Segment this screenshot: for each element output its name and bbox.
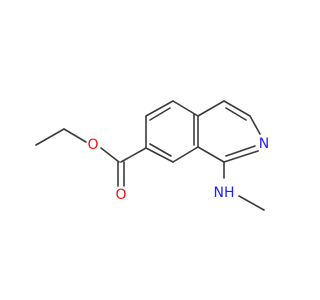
- bond-ring-c3-n: [249, 115, 261, 135]
- bond-ring-c4-c3-b: [225, 107, 247, 121]
- bond-carbonyl-ring: [120, 147, 147, 163]
- bond-ethyl-ch2-o: [63, 128, 87, 143]
- bond-ring-c6-c6-inner: [149, 107, 171, 121]
- bond-ethyl-ch3-ch2: [35, 128, 65, 146]
- bond-ring-c5-c6: [145, 100, 174, 117]
- bond-nh-ch3: [238, 195, 265, 211]
- bond-ring-c4a-c5: [172, 100, 199, 117]
- bond-ring-n-c1-b: [225, 145, 256, 157]
- bond-ring-c1-c8a: [197, 146, 225, 163]
- bond-ring-c8-c8a-inner: [172, 146, 199, 163]
- bond-ring-c7-c8-inner: [149, 143, 172, 157]
- atom-label-amino-nh: NH: [214, 185, 235, 201]
- atom-label-ring-nitrogen: N: [259, 136, 269, 152]
- molecule-structure: O O N NH: [35, 100, 269, 211]
- bond-layer: [35, 100, 265, 211]
- atom-label-ester-oxygen: O: [87, 137, 98, 153]
- bond-ring-c4a-c4: [197, 100, 225, 117]
- atom-label-layer: O O N NH: [87, 136, 269, 203]
- bond-ring-c7-c8: [145, 147, 174, 163]
- bond-ring-c4-c3-a: [223, 100, 251, 117]
- atom-label-carbonyl-oxygen: O: [115, 187, 126, 203]
- bond-ring-n-c1-a: [223, 150, 259, 163]
- bond-o-carbonyl-carbon: [100, 147, 120, 163]
